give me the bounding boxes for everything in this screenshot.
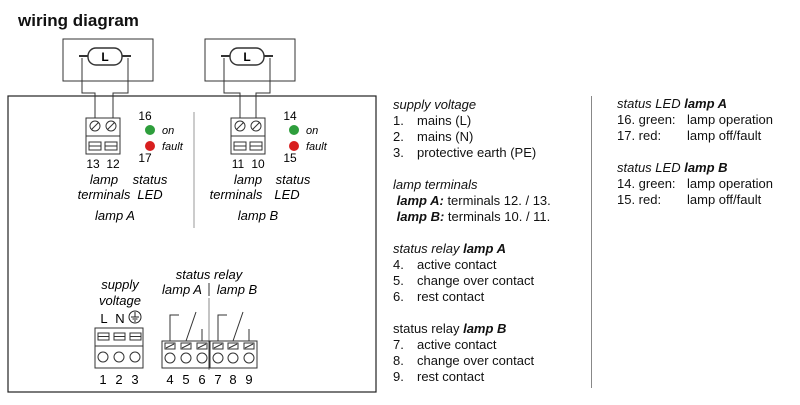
relay-pin-num-7: 7 [214,372,221,387]
status-relay-block: status relay lamp A lamp B 4 5 6 7 8 9 [161,267,258,387]
supply-label-1: supply [101,277,140,292]
lamp-b-led-label-1: status [276,172,311,187]
lamp-a-frame [62,38,154,82]
legend-column-1: supply voltage 1.mains (L) 2.mains (N) 3… [393,97,551,385]
lamp-a-led-label-2: LED [137,187,162,202]
lamp-b-terminal-num-10: 10 [251,157,265,171]
relay-pin-num-6: 6 [198,372,205,387]
legend-item: lamp B: terminals 10. / 11. [396,209,551,224]
lamp-a-terminal-num-13: 13 [86,157,100,171]
supply-pin-num-1: 1 [99,372,106,387]
relay-pin-num-4: 4 [166,372,173,387]
lamp-a-terminal-label-2: terminals [78,187,131,202]
relay-pin-num-8: 8 [229,372,236,387]
supply-pin-num-2: 2 [115,372,122,387]
legend-item: lamp A: terminals 12. / 13. [396,193,551,208]
supply-pin-letter-l: L [100,311,107,326]
lamp-a-led-label-1: status [133,172,168,187]
legend-item: 17. red:lamp off/fault [617,128,762,143]
legend-relay-a-heading: status relay lamp A [393,241,506,256]
lamp-a-tube-icon [87,47,123,66]
legend-item: 6.rest contact [393,289,485,304]
legend-item: 2.mains (N) [393,129,474,144]
legend-item: 1.mains (L) [393,113,472,128]
relay-a-contact-icon [169,314,179,341]
legend-item: 7.active contact [393,337,497,352]
legend-item: 14. green:lamp operation [617,176,773,191]
legend-terminals-heading: lamp terminals [393,177,478,192]
lamp-b-terminal-num-11: 11 [232,157,245,171]
legend-led-b-heading: status LED lamp B [617,160,728,175]
lamp-a-terminal-label-1: lamp [90,172,118,187]
lamp-a-terminal-num-12: 12 [106,157,120,171]
green-led-icon [289,125,299,135]
lamp-b-led-fault-label: fault [306,141,328,153]
legend-relay-b-heading: status relay lamp B [393,321,507,336]
legend-led-a-heading: status LED lamp A [617,96,728,111]
legend-divider [591,96,592,388]
lamp-b-led-label-2: LED [274,187,299,202]
lamp-b-led-on-label: on [306,125,318,137]
lamp-a-unit: L 13 12 16 on fault 17 lamp terminals st… [62,38,184,223]
relay-pin-num-9: 9 [245,372,252,387]
lamp-a-led-green-num: 16 [138,109,152,123]
lamp-b-symbol: L [243,50,250,64]
legend-item: 9.rest contact [393,369,485,384]
lamp-b-caption: lamp B [238,208,279,223]
device-housing [7,95,377,393]
legend-item: 3.protective earth (PE) [393,145,537,160]
supply-voltage-block: supply voltage L N 1 2 3 [94,277,144,387]
lamp-a-led-red-num: 17 [138,151,152,165]
legend-column-2: status LED lamp A 16. green:lamp operati… [617,96,773,208]
relay-lamp-a-label: lamp A [162,282,202,297]
legend-item: 8.change over contact [393,353,535,368]
relay-b-contact-icon [217,314,227,341]
legend-item: 4.active contact [393,257,497,272]
legend-item: 16. green:lamp operation [617,112,773,127]
lamp-b-tube-icon [229,47,265,66]
legend-item: 5.change over contact [393,273,535,288]
supply-label-2: voltage [99,293,141,308]
lamp-a-led-fault-label: fault [162,141,184,153]
relay-pin-num-5: 5 [182,372,189,387]
lamp-b-terminal-label-2: terminals [210,187,263,202]
relay-lamp-b-label: lamp B [217,282,258,297]
legend-item: 15. red:lamp off/fault [617,192,762,207]
green-led-icon [145,125,155,135]
lamp-b-terminal-label-1: lamp [234,172,262,187]
legend-supply-heading: supply voltage [393,97,477,112]
lamp-a-symbol: L [101,50,108,64]
supply-pin-letter-n: N [115,311,124,326]
lamp-b-frame [204,38,296,82]
page-title: wiring diagram [18,11,139,30]
red-led-icon [289,141,299,151]
relay-label: status relay [176,267,244,282]
lamp-b-led-green-num: 14 [283,109,297,123]
lamp-a-led-on-label: on [162,125,174,137]
supply-pin-num-3: 3 [131,372,138,387]
lamp-b-led-red-num: 15 [283,151,297,165]
earth-ground-icon [128,310,142,324]
lamp-b-unit: L 11 10 14 on fault 15 lamp terminals st… [204,38,328,223]
red-led-icon [145,141,155,151]
lamp-a-caption: lamp A [95,208,135,223]
